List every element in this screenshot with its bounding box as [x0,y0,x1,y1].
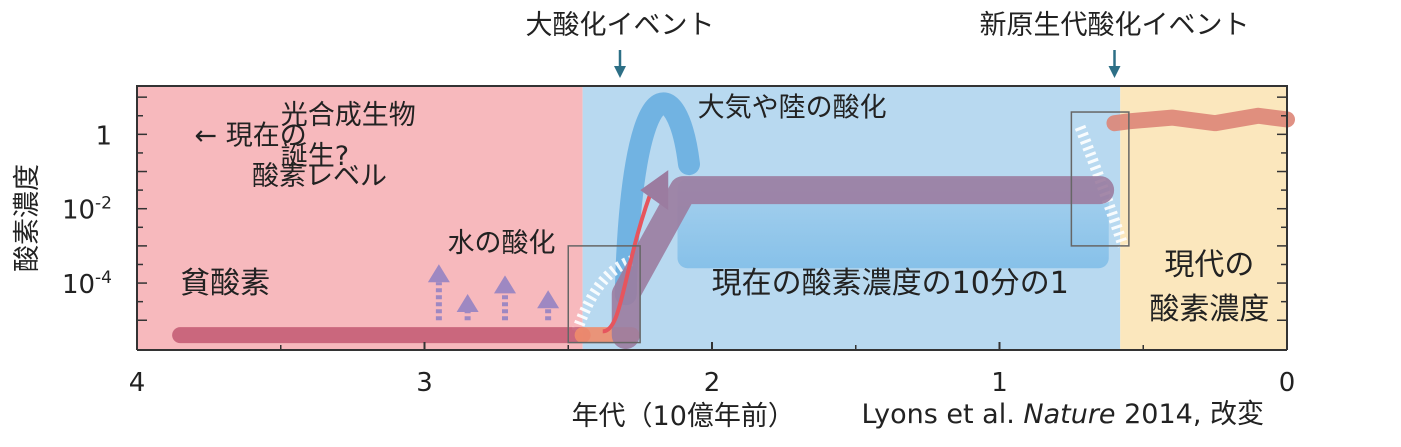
chart-texts: 4 3 2 1 0 1 10-2 10-4 大酸化イベント 新原生代酸化イベント ← 現在の酸素レベ… [12,10,1295,432]
rise-arrow-head-3 [537,290,560,309]
annotation-3: 誕生? [281,141,349,172]
x-tick-label-2: 2 [704,368,721,398]
series-line-3 [1106,107,1295,132]
series-line-2 [611,176,1115,350]
rise-arrow-head-2 [494,275,516,294]
source-citation: Lyons et al. Nature 2014, 改変 [862,399,1264,430]
annotation-5: 大気や陸の酸化 [698,92,887,123]
goe-rise-line [602,181,657,334]
dotted-arc-late [1074,124,1129,248]
dotted-arc-early [571,255,634,334]
x-tick-label-4: 0 [1279,368,1296,398]
x-tick-label-3: 1 [991,368,1008,398]
region-0 [137,86,583,350]
annotation-4: 水の酸化 [448,228,556,259]
annotation-2: 光合成生物 [281,100,416,131]
event-label-0: 大酸化イベント [526,10,715,41]
region-label-0: 貧酸素 [180,266,270,301]
x-axis-label: 年代（10億年前） [572,401,795,432]
region-label-1: 現在の酸素濃度の10分の1 [712,266,1069,301]
plateau-arrowhead [640,170,669,211]
inset-boxes [567,111,1130,344]
inset-box-1 [1070,111,1130,247]
overshoot-arc [614,92,700,306]
rise-arrows [427,264,560,321]
y-tick-label-0: 1 [95,121,112,151]
inset-box-0 [567,245,641,344]
event-arrow-head-0 [614,66,626,78]
y-axis-label: 酸素濃度 [12,164,43,272]
y-tick-label-2: 10-4 [62,268,112,300]
y-tick-label-1: 10-2 [62,194,112,226]
x-tick-label-1: 3 [416,368,433,398]
event-label-1: 新原生代酸化イベント [980,10,1250,41]
event-arrow-head-1 [1108,66,1121,78]
region-label-2-line2: 酸素濃度 [1149,292,1269,327]
x-axis-band [100,350,1320,368]
region-label-2-line1: 現代の [1164,247,1254,282]
annotation-1: 酸素レベル [252,161,387,192]
rise-arrow-head-0 [427,264,450,283]
region-2 [1120,86,1287,350]
x-tick-label-0: 4 [129,368,146,398]
annotation-0: ← 現在の [195,120,307,151]
rise-arrow-head-1 [456,293,479,312]
axes [100,50,1320,368]
series-lines [172,107,1295,350]
